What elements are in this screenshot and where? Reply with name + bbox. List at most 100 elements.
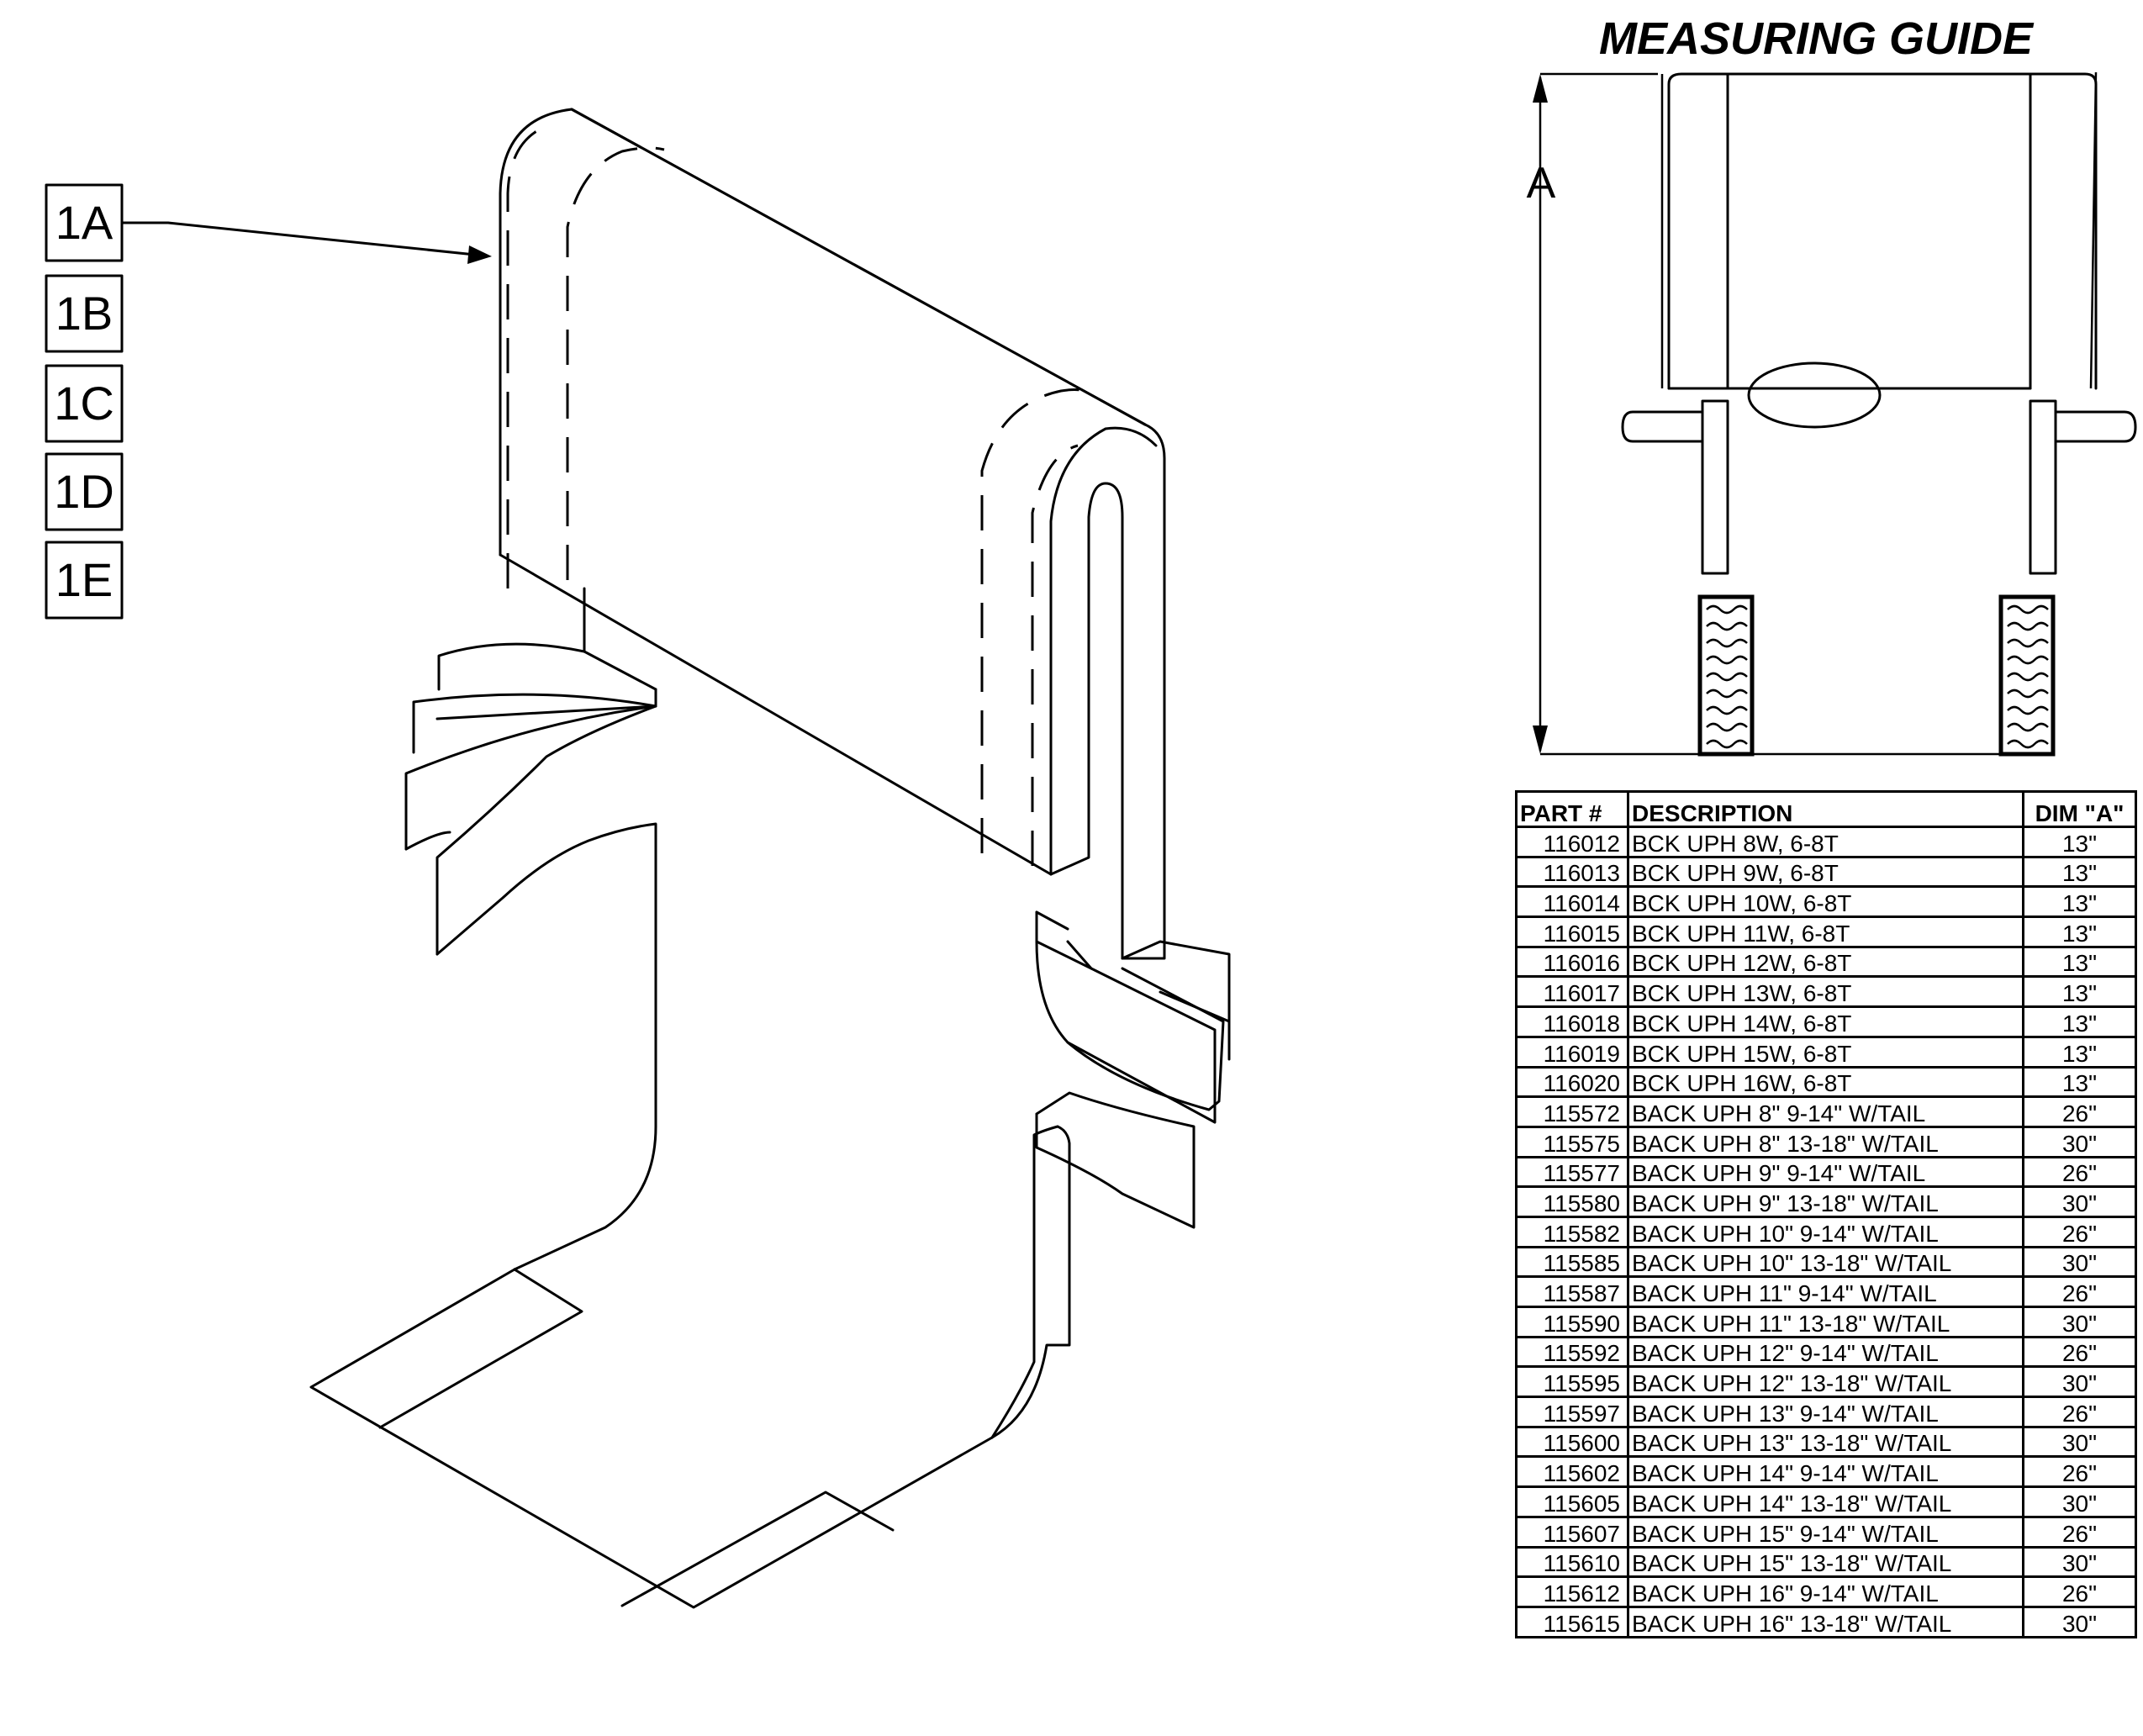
- part-number-cell: 115607: [1515, 1515, 1629, 1549]
- description-cell: BCK UPH 10W, 6-8T: [1627, 885, 2024, 919]
- part-number-cell: 115612: [1515, 1575, 1629, 1608]
- part-number-cell: 116016: [1515, 945, 1629, 979]
- description-cell: BACK UPH 16" 9-14" W/TAIL: [1627, 1575, 2024, 1608]
- part-number-cell: 116017: [1515, 975, 1629, 1009]
- dim-a-cell: 30": [2022, 1605, 2137, 1638]
- description-cell: BACK UPH 8" 13-18" W/TAIL: [1627, 1125, 2024, 1158]
- callout-1b[interactable]: 1B: [45, 274, 124, 353]
- callout-label: 1C: [54, 377, 114, 430]
- dim-a-cell: 30": [2022, 1425, 2137, 1459]
- description-cell: BACK UPH 11" 13-18" W/TAIL: [1627, 1306, 2024, 1338]
- callout-label: 1E: [55, 553, 113, 606]
- description-cell: BCK UPH 14W, 6-8T: [1627, 1005, 2024, 1038]
- dim-a-cell: 30": [2022, 1185, 2137, 1218]
- part-number-cell: 115602: [1515, 1455, 1629, 1489]
- part-number-cell: 115587: [1515, 1275, 1629, 1308]
- part-number-cell: 116013: [1515, 855, 1629, 889]
- part-number-cell: 115595: [1515, 1365, 1629, 1399]
- dim-a-cell: 26": [2022, 1155, 2137, 1189]
- description-cell: BCK UPH 8W, 6-8T: [1627, 826, 2024, 858]
- part-number-cell: 115572: [1515, 1095, 1629, 1128]
- callout-label: 1B: [55, 287, 113, 340]
- dim-a-cell: 13": [2022, 1005, 2137, 1038]
- part-number-cell: 115580: [1515, 1185, 1629, 1218]
- description-cell: BACK UPH 15" 13-18" W/TAIL: [1627, 1545, 2024, 1579]
- description-cell: BACK UPH 10" 13-18" W/TAIL: [1627, 1245, 2024, 1279]
- part-number-cell: 115590: [1515, 1306, 1629, 1338]
- dim-a-cell: 13": [2022, 885, 2137, 919]
- header-description: DESCRIPTION: [1627, 790, 2024, 828]
- dim-a-cell: 30": [2022, 1365, 2137, 1399]
- part-number-cell: 116020: [1515, 1065, 1629, 1099]
- measuring-guide-drawing: A: [1527, 71, 2137, 757]
- description-cell: BACK UPH 14" 9-14" W/TAIL: [1627, 1455, 2024, 1489]
- dim-a-cell: 26": [2022, 1515, 2137, 1549]
- dim-a-cell: 26": [2022, 1275, 2137, 1308]
- callout-label: 1A: [55, 196, 113, 249]
- table-header-row: PART # DESCRIPTION DIM "A": [1515, 790, 2137, 828]
- dim-a-cell: 13": [2022, 975, 2137, 1009]
- description-cell: BACK UPH 12" 13-18" W/TAIL: [1627, 1365, 2024, 1399]
- header-dim-a: DIM "A": [2022, 790, 2137, 828]
- description-cell: BACK UPH 13" 9-14" W/TAIL: [1627, 1396, 2024, 1428]
- dimension-label: A: [1527, 159, 1556, 208]
- description-cell: BACK UPH 10" 9-14" W/TAIL: [1627, 1215, 2024, 1248]
- dim-a-cell: 30": [2022, 1545, 2137, 1579]
- description-cell: BACK UPH 9" 9-14" W/TAIL: [1627, 1155, 2024, 1189]
- callout-1e[interactable]: 1E: [45, 541, 124, 620]
- description-cell: BACK UPH 9" 13-18" W/TAIL: [1627, 1185, 2024, 1218]
- callout-1c[interactable]: 1C: [45, 364, 124, 443]
- description-cell: BCK UPH 12W, 6-8T: [1627, 945, 2024, 979]
- dim-a-cell: 26": [2022, 1095, 2137, 1128]
- callout-list: 1A 1B 1C 1D 1E: [45, 183, 124, 620]
- dim-a-cell: 30": [2022, 1306, 2137, 1338]
- leader-arrow: [120, 221, 492, 264]
- description-cell: BACK UPH 11" 9-14" W/TAIL: [1627, 1275, 2024, 1308]
- part-number-cell: 115592: [1515, 1335, 1629, 1369]
- dim-a-cell: 26": [2022, 1455, 2137, 1489]
- description-cell: BCK UPH 15W, 6-8T: [1627, 1035, 2024, 1069]
- header-part-number: PART #: [1515, 790, 1629, 828]
- dim-a-cell: 26": [2022, 1335, 2137, 1369]
- description-cell: BACK UPH 12" 9-14" W/TAIL: [1627, 1335, 2024, 1369]
- description-cell: BCK UPH 13W, 6-8T: [1627, 975, 2024, 1009]
- part-number-cell: 115575: [1515, 1125, 1629, 1158]
- description-cell: BACK UPH 8" 9-14" W/TAIL: [1627, 1095, 2024, 1128]
- dim-a-cell: 13": [2022, 1035, 2137, 1069]
- part-number-cell: 116015: [1515, 915, 1629, 948]
- part-number-cell: 115577: [1515, 1155, 1629, 1189]
- description-cell: BCK UPH 9W, 6-8T: [1627, 855, 2024, 889]
- description-cell: BCK UPH 11W, 6-8T: [1627, 915, 2024, 948]
- upholstery-illustration: [309, 108, 1231, 1609]
- callout-1d[interactable]: 1D: [45, 452, 124, 531]
- dim-a-cell: 13": [2022, 945, 2137, 979]
- part-number-cell: 115600: [1515, 1425, 1629, 1459]
- dim-a-cell: 13": [2022, 915, 2137, 948]
- guide-title: MEASURING GUIDE: [1599, 13, 2035, 64]
- description-cell: BACK UPH 16" 13-18" W/TAIL: [1627, 1605, 2024, 1638]
- description-cell: BACK UPH 14" 13-18" W/TAIL: [1627, 1485, 2024, 1518]
- dim-a-cell: 26": [2022, 1215, 2137, 1248]
- description-cell: BACK UPH 13" 13-18" W/TAIL: [1627, 1425, 2024, 1459]
- callout-1a[interactable]: 1A: [45, 183, 124, 262]
